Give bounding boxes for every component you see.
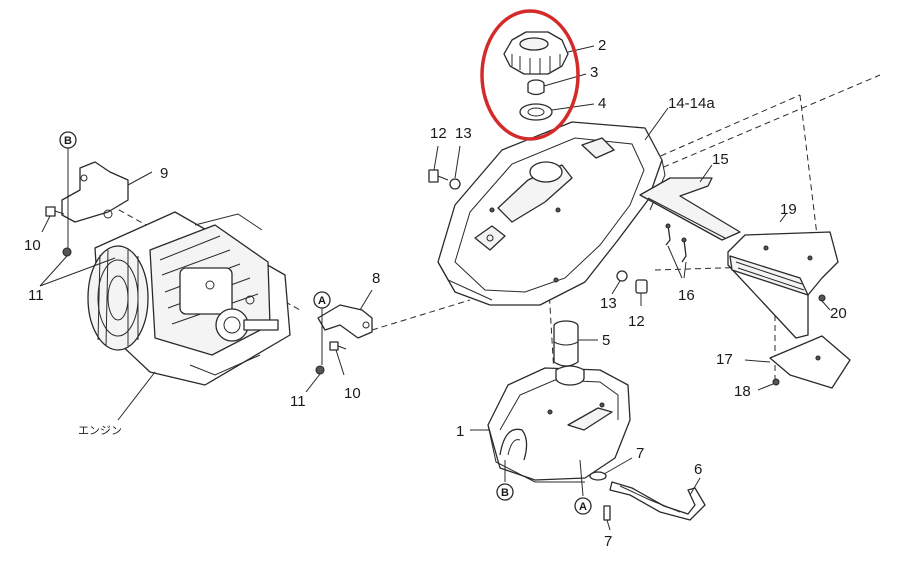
screw-18 [772,378,780,386]
bracket-8 [317,304,373,339]
callout-12-upper: 12 [430,125,447,142]
callout-4: 4 [598,95,606,112]
callout-11-left: 11 [28,287,44,304]
clip-16 [665,223,687,263]
trim-strip-15 [639,177,741,241]
washer-13-lower [616,270,628,282]
callout-13-lower: 13 [600,295,617,312]
cap-filter-3 [527,79,545,96]
plate-17 [769,335,851,389]
callout-3: 3 [590,64,598,81]
callout-12-lower: 12 [628,313,645,330]
callout-20: 20 [830,305,847,322]
callout-6: 6 [694,461,702,478]
callout-10-left: 10 [24,237,41,254]
engine-flywheel [87,245,149,351]
engine-output-shaft [215,308,249,342]
callout-11-middle: 11 [290,393,306,410]
marker-b-top: B [59,131,77,149]
callout-13-upper: 13 [455,125,472,142]
marker-a-middle: A [313,291,331,309]
strainer-5 [553,320,579,367]
bolt-10-left [45,206,65,217]
engine-label: エンジン [78,424,122,437]
callout-15: 15 [712,151,729,168]
callout-14: 14-14a [668,95,715,112]
tank-fuel-cock [499,428,528,461]
callout-10-middle: 10 [344,385,361,402]
svg-text:B: B [64,135,72,147]
screw-20 [818,294,826,302]
fuel-cap-2 [503,31,569,75]
callout-17: 17 [716,351,733,368]
svg-text:B: B [501,487,509,499]
engine-assembly [87,211,291,386]
tank-cover-14 [437,121,666,306]
fuel-hose-6 [609,481,706,521]
nut-11-middle [315,365,325,375]
callout-1: 1 [456,423,464,440]
callout-16: 16 [678,287,695,304]
callout-5: 5 [602,332,610,349]
svg-text:A: A [318,295,326,307]
hose-clamp-7-lower [603,505,611,521]
bolt-10-middle [329,341,347,351]
washer-13-upper [449,178,461,190]
callout-7-lower: 7 [604,533,612,550]
svg-text:A: A [579,501,587,513]
cover-gauge-window [474,225,506,251]
side-panel-19 [727,231,839,339]
bracket-9 [61,161,129,223]
callout-9: 9 [160,165,168,182]
marker-b-bottom: B [496,483,514,501]
callout-19: 19 [780,201,797,218]
cap-gasket-4 [519,103,553,121]
bolt-12-upper [428,169,449,183]
bolt-12-lower [635,279,648,294]
nut-11-left [62,247,72,257]
callout-7-upper: 7 [636,445,644,462]
callout-18: 18 [734,383,751,400]
highlight-circle [480,9,580,141]
marker-a-bottom: A [574,497,592,515]
hose-clamp-7-upper [589,471,607,481]
callout-2: 2 [598,37,606,54]
callout-8: 8 [372,270,380,287]
fuel-tank-1 [487,365,631,483]
